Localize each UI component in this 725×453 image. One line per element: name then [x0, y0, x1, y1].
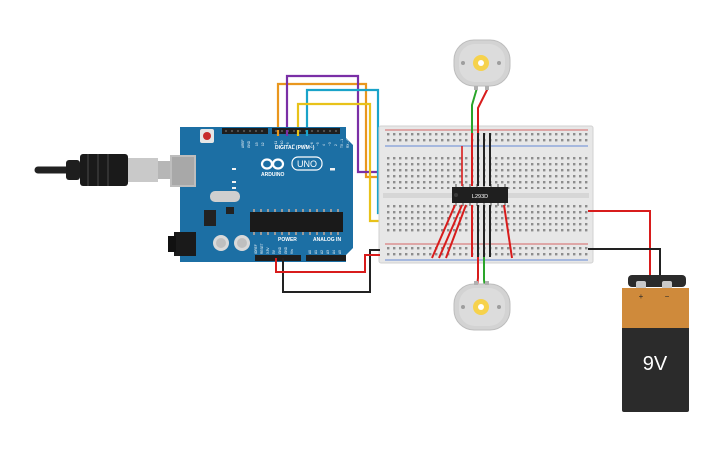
power-header-label: POWER: [278, 237, 297, 243]
wire-5v: [275, 254, 380, 273]
voltage-regulator: [204, 210, 216, 226]
svg-text:2: 2: [334, 144, 338, 146]
dc-motor-bottom[interactable]: [453, 257, 511, 331]
bottom-power-rail[interactable]: [384, 247, 588, 257]
svg-text:7: 7: [304, 144, 308, 146]
model-label: UNO: [297, 159, 317, 169]
l293d-chip[interactable]: L293D: [452, 184, 508, 206]
arduino-logo: [260, 158, 285, 170]
svg-text:A0: A0: [308, 250, 312, 254]
atmega-chip: [250, 212, 343, 232]
svg-text:~5: ~5: [316, 142, 320, 146]
bottom-terminal-strip[interactable]: [384, 202, 588, 235]
led-l: [232, 168, 236, 170]
battery-voltage-label: 9V: [643, 353, 668, 375]
svg-text:~11: ~11: [274, 141, 278, 146]
analog-header-label: ANALOG IN: [313, 237, 341, 243]
svg-text:~3: ~3: [328, 142, 332, 146]
wire-battery-minus: [588, 248, 661, 278]
svg-text:A2: A2: [320, 250, 324, 254]
breadboard-wires: [275, 133, 661, 293]
svg-text:GND: GND: [247, 140, 251, 148]
svg-text:Vin: Vin: [290, 249, 294, 254]
battery-terminal-minus[interactable]: [662, 281, 672, 290]
wire-battery-plus: [588, 210, 651, 278]
led-tx: [232, 181, 236, 183]
chip-label: L293D: [472, 194, 488, 200]
arduino-uno[interactable]: AREF GND 13 12 ~11 ~10 ~9 8 7 ~6 ~5 4 ~3…: [168, 127, 353, 262]
power-header[interactable]: [255, 255, 301, 261]
usb-chip: [226, 207, 234, 214]
svg-text:A3: A3: [326, 250, 330, 254]
crystal-oscillator: [210, 191, 240, 202]
9v-battery[interactable]: + − 9V: [622, 275, 689, 412]
wire-gnd: [282, 249, 380, 293]
usb-cable[interactable]: [34, 154, 184, 186]
svg-text:A1: A1: [314, 250, 318, 254]
arduino-brand: ARDUINO: [261, 172, 284, 178]
battery-plus-label: +: [639, 292, 644, 301]
svg-text:3.3V: 3.3V: [266, 247, 270, 254]
svg-text:A5: A5: [338, 250, 342, 254]
svg-text:TX→1: TX→1: [340, 139, 344, 148]
power-jack: [174, 232, 196, 256]
svg-text:8: 8: [292, 144, 296, 146]
dc-motor-top[interactable]: [453, 39, 511, 133]
svg-text:12: 12: [261, 142, 265, 146]
led-on: [330, 168, 335, 171]
svg-text:GND: GND: [278, 246, 282, 254]
svg-text:~6: ~6: [310, 142, 314, 146]
digital-header-label: DIGITAL (PWM~): [275, 145, 315, 151]
svg-text:~10: ~10: [280, 140, 284, 146]
svg-text:GND: GND: [284, 246, 288, 254]
analog-header[interactable]: [306, 255, 346, 261]
svg-text:4: 4: [322, 144, 326, 146]
uno-badge: [291, 156, 323, 171]
top-terminal-strip[interactable]: [384, 156, 588, 189]
svg-text:13: 13: [255, 142, 259, 146]
svg-text:AREF: AREF: [241, 139, 245, 148]
led-rx: [232, 187, 236, 189]
top-power-rail[interactable]: [384, 133, 588, 143]
svg-text:A4: A4: [332, 250, 336, 254]
battery-minus-label: −: [665, 292, 670, 301]
svg-text:5V: 5V: [272, 249, 276, 254]
svg-text:RESET: RESET: [260, 243, 264, 254]
svg-text:RX←0: RX←0: [346, 138, 350, 148]
battery-terminal-plus[interactable]: [636, 281, 646, 290]
svg-text:IOREF: IOREF: [254, 244, 258, 254]
svg-text:~9: ~9: [286, 142, 290, 146]
